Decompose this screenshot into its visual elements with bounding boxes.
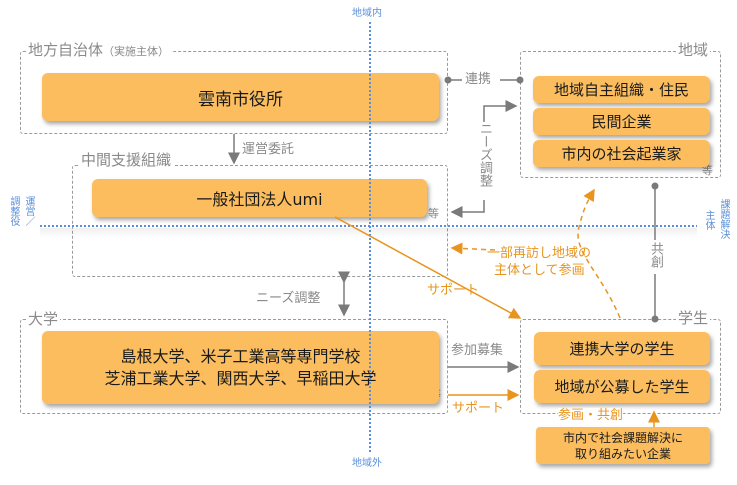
- university-group: [20, 319, 448, 414]
- umi-label: 一般社団法人umi: [196, 190, 323, 209]
- axis-label-operator: 運営／: [23, 196, 34, 226]
- region-box-companies-label: 民間企業: [591, 113, 652, 131]
- university-label: 大学: [26, 310, 61, 328]
- region-box-companies: 民間企業: [533, 108, 710, 135]
- renkei-label: 連携: [465, 72, 492, 87]
- needs-arrow-to-intermediary: [450, 200, 485, 218]
- axis-label-inside-region: 地域内: [352, 8, 382, 19]
- universities-line2: 芝浦工業大学、関西大学、早稲田大学: [104, 368, 377, 388]
- local-gov-title: 地方自治体: [28, 41, 104, 59]
- students-box-recruited: 地域が公募した学生: [534, 370, 710, 403]
- city-hall-label: 雲南市役所: [198, 89, 283, 110]
- region-box-entrepreneurs: 市内の社会起業家: [533, 140, 710, 167]
- local-gov-label: 地方自治体（実施主体）: [26, 41, 172, 60]
- local-gov-subtitle: （実施主体）: [103, 45, 170, 58]
- unei-itaku-label: 運営委託: [242, 142, 295, 157]
- students-box-recruited-label: 地域が公募した学生: [554, 378, 690, 396]
- revisit-label-line1: 一部再訪し地域の: [487, 246, 592, 261]
- intermediary-label: 中間支援組織: [79, 151, 174, 169]
- universities-line1: 島根大学、米子工業高等専門学校: [120, 346, 361, 366]
- axis-label-problem-solving: 課題解決: [718, 199, 729, 239]
- universities-box: 島根大学、米子工業高等専門学校 芝浦工業大学、関西大学、早稲田大学: [42, 331, 439, 404]
- students-label: 学生: [676, 309, 711, 327]
- umi-box: 一般社団法人umi: [92, 179, 427, 217]
- region-box-residents-label: 地域自主組織・住民: [553, 81, 689, 99]
- region-box-entrepreneurs-label: 市内の社会起業家: [561, 145, 682, 163]
- region-group: [520, 51, 721, 178]
- region-box-residents: 地域自主組織・住民: [533, 76, 710, 103]
- companies-line2: 取り組みたい企業: [574, 446, 671, 461]
- axis-label-coordinator: 調整役: [8, 196, 19, 226]
- axis-label-outside-region: 地域外: [352, 458, 382, 469]
- local-gov-group: [20, 51, 448, 134]
- revisit-label-line2: 主体として参画: [494, 263, 585, 278]
- axis-label-subject: 主体: [703, 210, 714, 230]
- kyoso-label: 共創: [648, 242, 663, 268]
- sanka-boshu-label: 参加募集: [451, 343, 504, 358]
- kyoso-dot-top: [651, 182, 659, 190]
- sankaku-kyoso-label: 参画・共創: [558, 408, 624, 423]
- students-box-partner-label: 連携大学の学生: [569, 340, 675, 358]
- companies-line1: 市内で社会課題解決に: [562, 430, 683, 445]
- students-box-partner: 連携大学の学生: [534, 332, 710, 365]
- companies-box: 市内で社会課題解決に 取り組みたい企業: [536, 427, 710, 464]
- needs-horizontal-label: ニーズ調整: [256, 291, 321, 306]
- needs-vertical-label: ニーズ調整: [476, 122, 492, 187]
- city-hall-box: 雲南市役所: [42, 73, 439, 121]
- intermediary-etc: 等: [428, 207, 439, 220]
- region-etc: 等: [702, 164, 713, 177]
- support-bottom-label: サポート: [452, 401, 505, 416]
- region-label: 地域: [676, 41, 711, 59]
- support-diagonal-label: サポート: [427, 283, 480, 298]
